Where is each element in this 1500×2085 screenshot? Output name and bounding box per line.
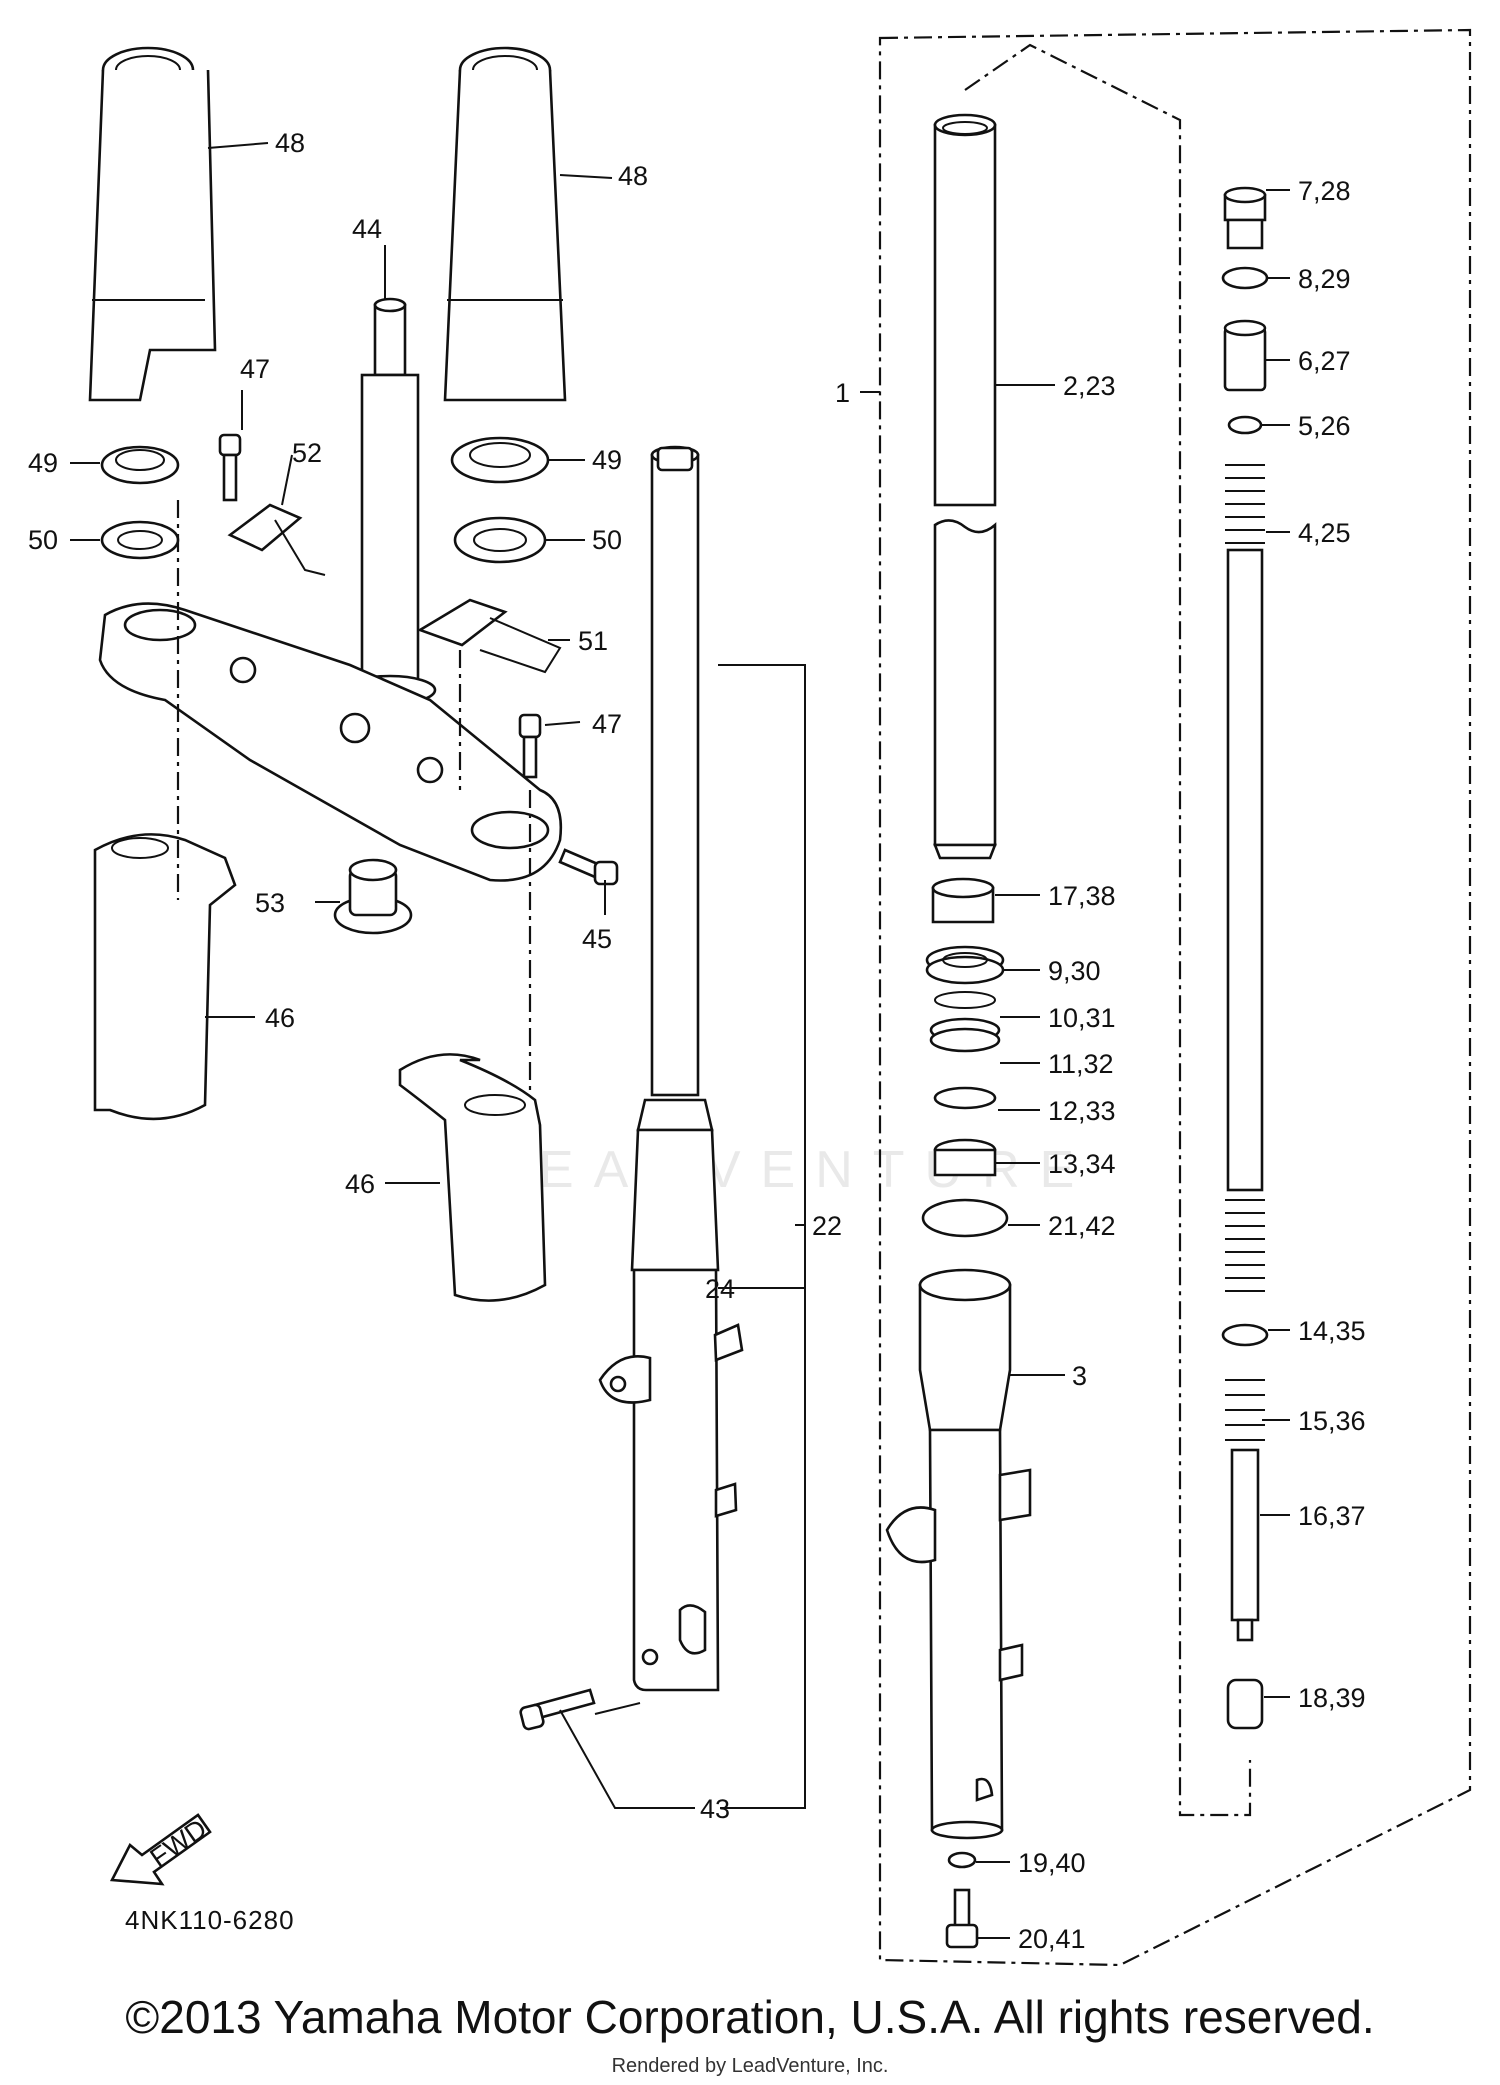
callout-19-40: 19,40 <box>1018 1848 1086 1878</box>
callout-9-30: 9,30 <box>1048 956 1101 986</box>
stem-nut-53 <box>333 858 413 935</box>
callout-labels: 48 48 44 47 52 49 50 49 50 51 47 45 53 4… <box>28 128 1366 1954</box>
callout-5-26: 5,26 <box>1298 411 1351 441</box>
callout-53: 53 <box>255 888 285 918</box>
callout-45: 45 <box>582 924 612 954</box>
callout-21-42: 21,42 <box>1048 1211 1116 1241</box>
lower-cover-46-right <box>398 1053 547 1302</box>
callout-12-33: 12,33 <box>1048 1096 1116 1126</box>
seal-49-left <box>100 445 180 485</box>
copyright-notice: ©2013 Yamaha Motor Corporation, U.S.A. A… <box>125 1991 1375 2043</box>
callout-1: 1 <box>835 378 850 408</box>
fork-tube-assembled <box>598 445 744 1692</box>
diagram-code: 4NK110-6280 <box>125 1905 295 1935</box>
seal-49-right <box>450 436 550 484</box>
callout-10-31: 10,31 <box>1048 1003 1116 1033</box>
bracket-51 <box>416 598 562 674</box>
rendered-by-notice: Rendered by LeadVenture, Inc. <box>611 2055 889 2077</box>
callout-22: 22 <box>812 1211 842 1241</box>
bracket-52 <box>227 503 326 576</box>
fork-cover-48-right <box>443 46 567 402</box>
callout-48-right: 48 <box>618 161 648 191</box>
callout-6-27: 6,27 <box>1298 346 1351 376</box>
fwd-arrow-icon: FWD <box>109 1813 212 1886</box>
callout-14-35: 14,35 <box>1298 1316 1366 1346</box>
callout-16-37: 16,37 <box>1298 1501 1366 1531</box>
bolt-47-left <box>218 433 242 502</box>
callout-49-left: 49 <box>28 448 58 478</box>
callout-50-left: 50 <box>28 525 58 555</box>
fork-bolt-43 <box>519 1688 596 1731</box>
callout-17-38: 17,38 <box>1048 881 1116 911</box>
damper-rod-column <box>1221 186 1269 1730</box>
callout-4-25: 4,25 <box>1298 518 1351 548</box>
callout-7-28: 7,28 <box>1298 176 1351 206</box>
steering-stem <box>343 297 437 706</box>
callout-50-right: 50 <box>592 525 622 555</box>
callout-15-36: 15,36 <box>1298 1406 1366 1436</box>
callout-13-34: 13,34 <box>1048 1149 1116 1179</box>
callout-24: 24 <box>705 1274 735 1304</box>
washer-50-right <box>453 516 547 564</box>
callout-52: 52 <box>292 438 322 468</box>
callout-2-23: 2,23 <box>1063 371 1116 401</box>
leader-lines <box>70 142 1290 1939</box>
callout-46-right: 46 <box>345 1169 375 1199</box>
bushings-seals-stack <box>921 877 1009 1238</box>
outer-tube <box>885 1268 1032 1840</box>
inner-tube <box>933 113 997 860</box>
pinch-bolt-45 <box>558 848 619 886</box>
callout-8-29: 8,29 <box>1298 264 1351 294</box>
fork-cover-48-left <box>88 46 217 402</box>
drain-washer-bolt <box>945 1851 979 1949</box>
under-bracket <box>98 602 563 882</box>
callout-47-left: 47 <box>240 354 270 384</box>
callout-48-left: 48 <box>275 128 305 158</box>
bolt-47-right <box>518 713 542 779</box>
callout-44: 44 <box>352 214 382 244</box>
callout-46-left: 46 <box>265 1003 295 1033</box>
callout-3: 3 <box>1072 1361 1087 1391</box>
callout-49-right: 49 <box>592 445 622 475</box>
callout-20-41: 20,41 <box>1018 1924 1086 1954</box>
inner-parts-frame <box>878 28 1472 1967</box>
washer-50-left <box>100 520 180 560</box>
lower-cover-46-left <box>93 833 237 1121</box>
callout-11-32: 11,32 <box>1048 1049 1114 1079</box>
callout-51: 51 <box>578 626 608 656</box>
inner-set-bracket <box>964 43 1252 1817</box>
callout-43: 43 <box>700 1794 730 1824</box>
callout-18-39: 18,39 <box>1298 1683 1366 1713</box>
callout-47-right: 47 <box>592 709 622 739</box>
